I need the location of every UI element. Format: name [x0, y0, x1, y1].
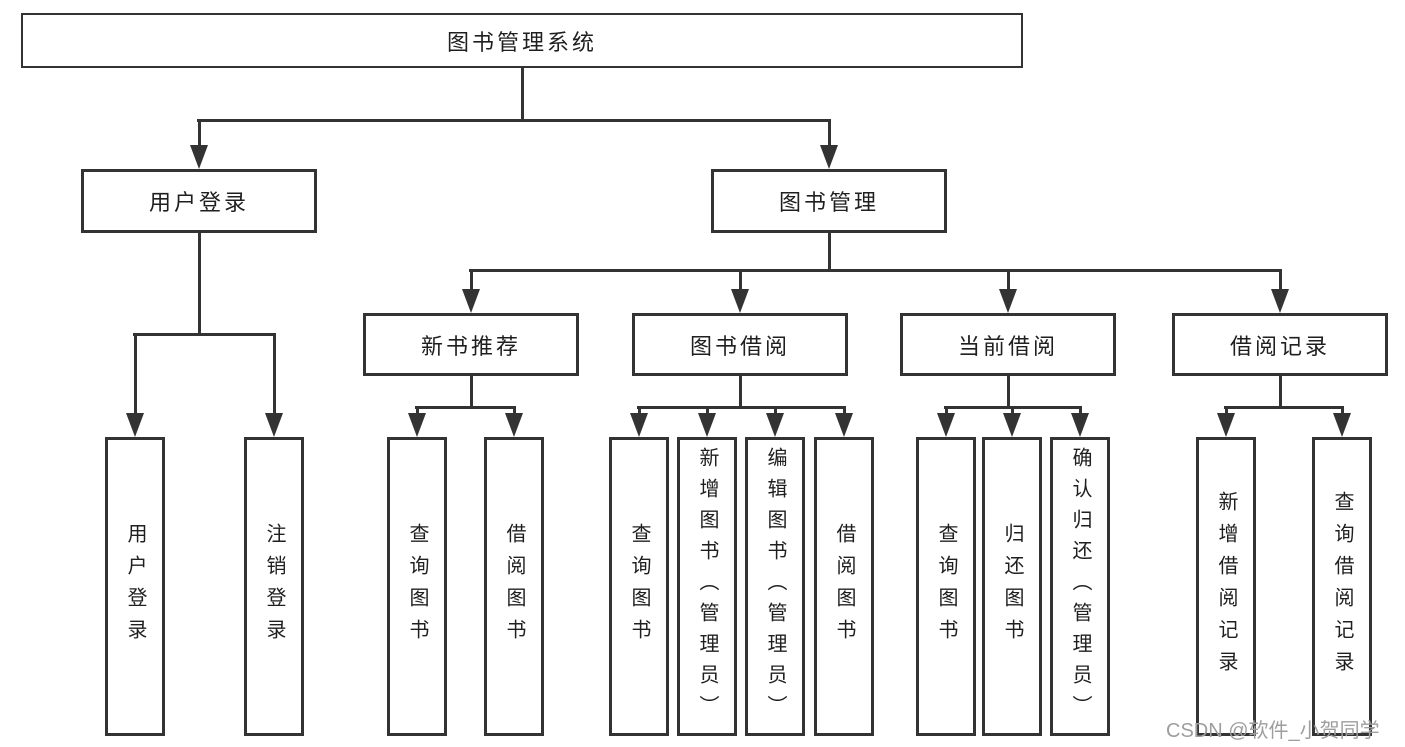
- connector-line: [945, 406, 948, 419]
- leaf-label: 查询图书: [628, 522, 650, 651]
- connector-line: [469, 269, 1282, 272]
- leaf-label: 确认归还（管理员）: [1069, 447, 1091, 726]
- arrow-down-icon: [1271, 289, 1289, 313]
- connector-line: [513, 406, 516, 419]
- arrow-down-icon: [190, 145, 208, 169]
- arrow-down-icon: [630, 413, 648, 437]
- arrow-down-icon: [505, 413, 523, 437]
- arrow-down-icon: [1071, 413, 1089, 437]
- node-label: 图书管理系统: [446, 29, 597, 55]
- connector-line: [133, 333, 276, 336]
- leaf-confirm-return-admin: 确认归还（管理员）: [1050, 437, 1110, 736]
- arrow-down-icon: [126, 413, 144, 437]
- node-label: 借阅记录: [1229, 333, 1330, 359]
- arrow-down-icon: [408, 413, 426, 437]
- leaf-label: 注销登录: [263, 522, 285, 651]
- connector-line: [828, 119, 831, 151]
- leaf-query-books-current: 查询图书: [916, 437, 976, 736]
- connector-line: [1007, 376, 1010, 408]
- connector-line: [273, 333, 276, 419]
- leaf-borrow-books-borrowing: 借阅图书: [814, 437, 874, 736]
- connector-line: [521, 68, 524, 121]
- node-user-login: 用户登录: [81, 169, 317, 233]
- node-label: 新书推荐: [420, 333, 521, 359]
- leaf-label: 查询图书: [406, 522, 428, 651]
- connector-line: [739, 269, 742, 295]
- arrow-down-icon: [820, 145, 838, 169]
- leaf-logout: 注销登录: [244, 437, 304, 736]
- leaf-query-borrow-record: 查询借阅记录: [1312, 437, 1372, 736]
- node-label: 图书管理: [778, 190, 879, 215]
- arrow-down-icon: [835, 413, 853, 437]
- node-label: 用户登录: [148, 190, 249, 215]
- node-label: 图书借阅: [689, 333, 790, 359]
- arrow-down-icon: [265, 413, 283, 437]
- connector-line: [1341, 406, 1344, 419]
- leaf-label: 新增图书（管理员）: [696, 447, 718, 726]
- leaf-return-books: 归还图书: [982, 437, 1042, 736]
- leaf-label: 归还图书: [1001, 522, 1023, 651]
- connector-line: [739, 376, 742, 408]
- connector-line: [198, 233, 201, 335]
- node-library-management-system: 图书管理系统: [21, 13, 1023, 68]
- connector-line: [1224, 406, 1344, 409]
- leaf-add-books-admin: 新增图书（管理员）: [677, 437, 737, 736]
- connector-line: [774, 406, 777, 419]
- connector-line: [706, 406, 709, 419]
- leaf-label: 编辑图书（管理员）: [764, 447, 786, 726]
- connector-line: [637, 406, 846, 409]
- leaf-query-books-recommend: 查询图书: [387, 437, 447, 736]
- arrow-down-icon: [698, 413, 716, 437]
- leaf-label: 借阅图书: [503, 522, 525, 651]
- connector-line: [1225, 406, 1228, 419]
- connector-line: [134, 333, 137, 419]
- arrow-down-icon: [937, 413, 955, 437]
- connector-line: [828, 233, 831, 272]
- node-current-borrowing: 当前借阅: [900, 313, 1116, 376]
- leaf-borrow-books-recommend: 借阅图书: [484, 437, 544, 736]
- node-borrowing-records: 借阅记录: [1172, 313, 1388, 376]
- arrow-down-icon: [1333, 413, 1351, 437]
- arrow-down-icon: [462, 289, 480, 313]
- arrow-down-icon: [1003, 413, 1021, 437]
- connector-line: [1011, 406, 1014, 419]
- leaf-label: 新增借阅记录: [1215, 490, 1237, 683]
- connector-line: [1079, 406, 1082, 419]
- connector-line: [198, 119, 201, 151]
- connector-line: [638, 406, 641, 419]
- connector-line: [1007, 269, 1010, 295]
- arrow-down-icon: [731, 289, 749, 313]
- connector-line: [470, 269, 473, 295]
- leaf-edit-books-admin: 编辑图书（管理员）: [745, 437, 805, 736]
- connector-line: [470, 376, 473, 408]
- node-new-book-recommendation: 新书推荐: [363, 313, 579, 376]
- connector-line: [197, 119, 831, 122]
- arrow-down-icon: [999, 289, 1017, 313]
- leaf-label: 查询图书: [935, 522, 957, 651]
- leaf-label: 借阅图书: [833, 522, 855, 651]
- leaf-label: 用户登录: [124, 522, 146, 651]
- node-book-management: 图书管理: [711, 169, 947, 233]
- connector-line: [1279, 269, 1282, 295]
- leaf-add-borrow-record: 新增借阅记录: [1196, 437, 1256, 736]
- arrow-down-icon: [766, 413, 784, 437]
- leaf-query-books-borrowing: 查询图书: [609, 437, 669, 736]
- leaf-label: 查询借阅记录: [1331, 490, 1353, 683]
- node-label: 当前借阅: [957, 333, 1058, 359]
- node-book-borrowing: 图书借阅: [632, 313, 848, 376]
- connector-line: [415, 406, 516, 409]
- connector-line: [416, 406, 419, 419]
- arrow-down-icon: [1217, 413, 1235, 437]
- connector-line: [843, 406, 846, 419]
- leaf-user-login: 用户登录: [105, 437, 165, 736]
- connector-line: [1279, 376, 1282, 408]
- watermark: CSDN @软件_小贺同学: [1166, 720, 1380, 742]
